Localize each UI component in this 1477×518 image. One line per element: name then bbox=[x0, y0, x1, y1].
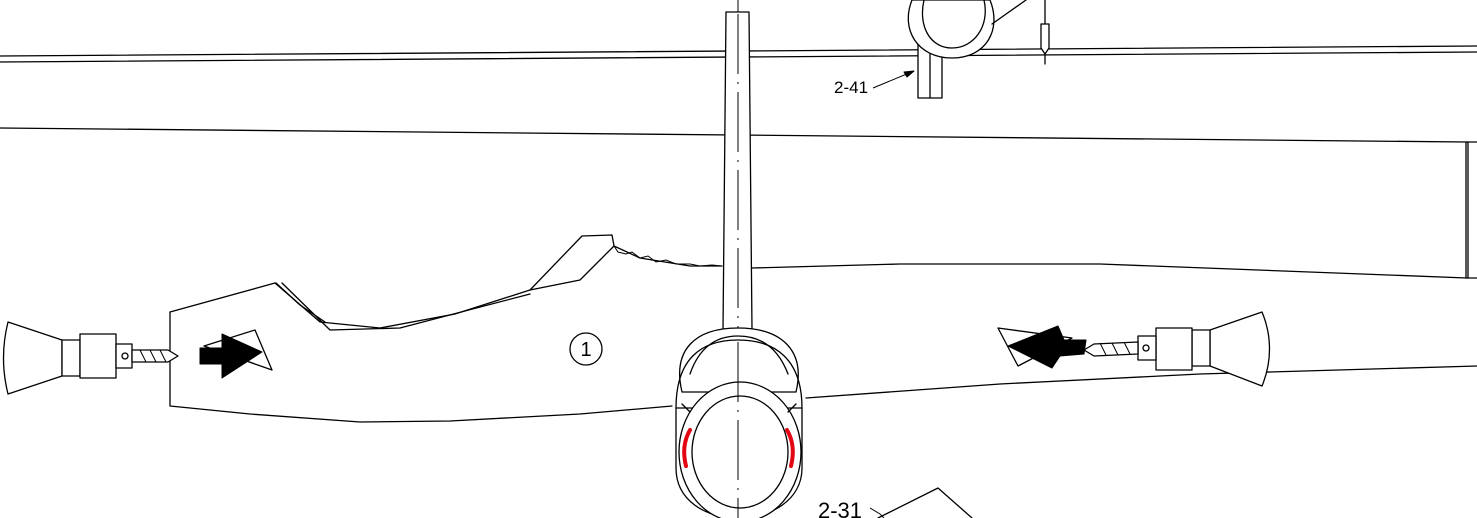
top-bracket bbox=[907, 0, 1050, 99]
callout-2-41: 2-41 bbox=[834, 70, 915, 97]
callout-label-2-41: 2-41 bbox=[834, 78, 868, 97]
right-drill-icon bbox=[1083, 311, 1271, 387]
left-drill-icon bbox=[2, 321, 179, 395]
weld-mark-right bbox=[785, 428, 795, 468]
balloon-circle bbox=[569, 332, 603, 366]
tube-boss bbox=[675, 327, 803, 518]
callout-2-31: 2-31 bbox=[818, 487, 973, 518]
arrow-left-icon bbox=[997, 325, 1087, 369]
callout-label-2-31: 2-31 bbox=[818, 498, 862, 518]
weld-mark-left bbox=[682, 428, 692, 468]
balloon-number: 1 bbox=[580, 339, 591, 361]
gusset-plate bbox=[169, 234, 723, 423]
arrow-right-icon bbox=[199, 329, 273, 379]
item-balloon: 1 bbox=[569, 332, 603, 366]
